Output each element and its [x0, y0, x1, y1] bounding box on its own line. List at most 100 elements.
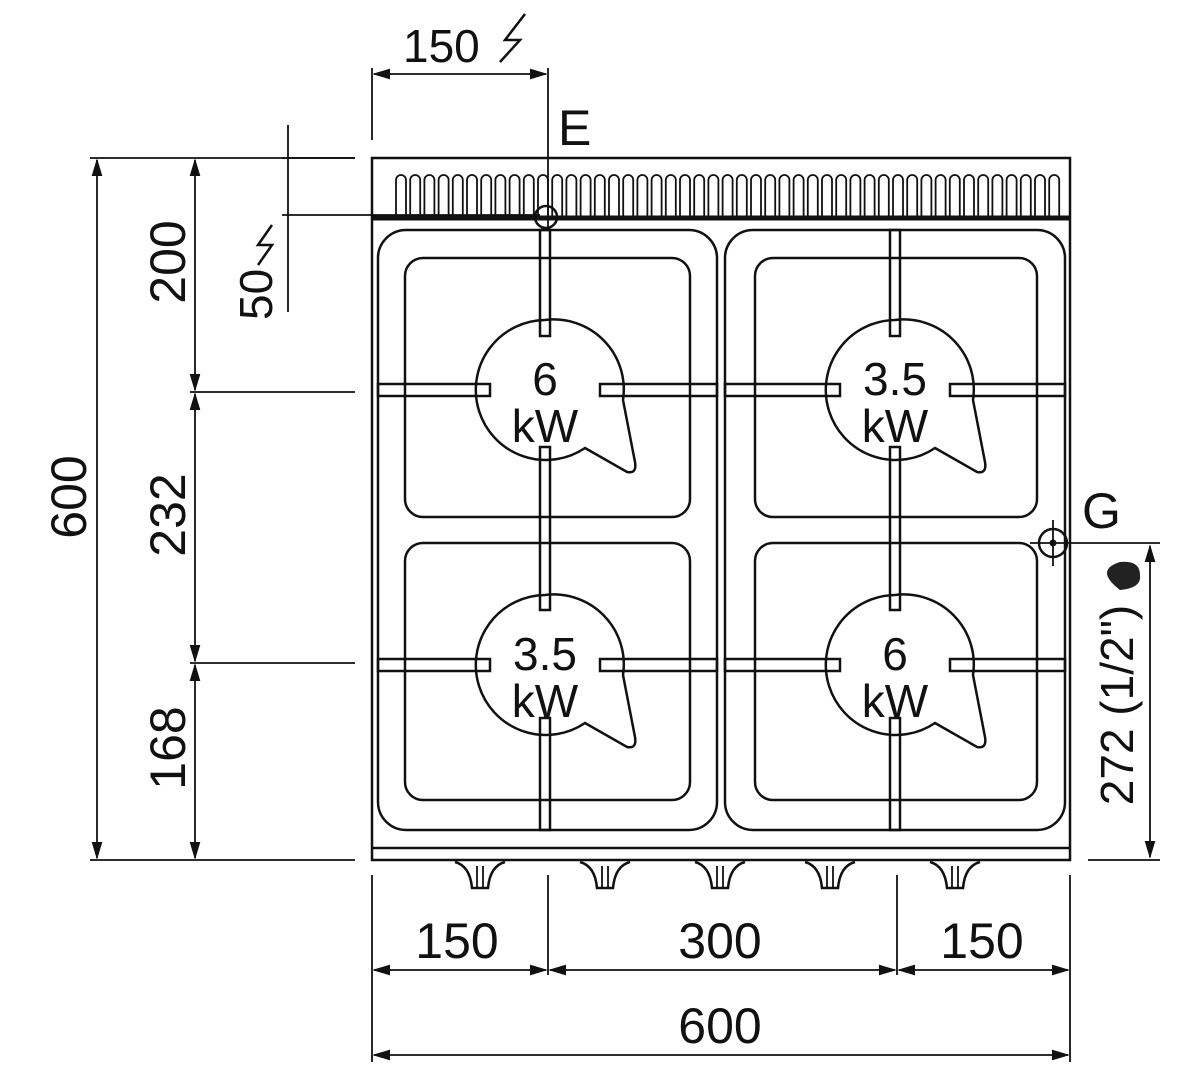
vent-ridge — [650, 174, 663, 216]
vent-ridge — [835, 174, 848, 216]
burner-unit: kW — [862, 400, 929, 452]
gas-connection: G 272 (1/2") — [1030, 483, 1160, 861]
dim-label: 300 — [678, 913, 761, 969]
grate-bar — [723, 382, 842, 398]
vent-ridge — [622, 174, 635, 216]
grate-bar — [723, 657, 842, 673]
vent-ridge — [494, 174, 507, 216]
vent-ridge — [863, 174, 876, 216]
dimension-electric-depth: 50 — [230, 125, 540, 320]
vent-ridge — [849, 174, 862, 216]
vent-ridge — [608, 174, 620, 216]
grate-bar — [538, 228, 552, 338]
vent-ridge — [466, 174, 478, 216]
vent-ridge — [1019, 174, 1032, 216]
vent-ridge — [437, 174, 450, 216]
burner-unit: kW — [512, 675, 579, 727]
dimension-left: 600 200 232 168 — [41, 157, 355, 861]
dim-label: 168 — [140, 706, 196, 789]
burner-unit: kW — [862, 675, 929, 727]
vent-ridge — [778, 174, 791, 216]
vent-ridge — [735, 174, 748, 216]
vent-ridge — [451, 174, 464, 216]
vent-ridge — [395, 174, 407, 216]
foot — [694, 860, 746, 890]
grate-bar — [888, 716, 902, 832]
grate-bar — [888, 445, 902, 612]
foot — [454, 860, 506, 890]
dim-label: 150 — [403, 20, 480, 72]
burner-power: 6 — [882, 628, 908, 680]
burner-front-right: 6 kW — [824, 593, 987, 749]
grate-bar — [598, 382, 719, 398]
grate-bar — [948, 382, 1067, 398]
vent-ridge — [948, 174, 961, 216]
dim-label: 600 — [41, 455, 97, 538]
grate-bars — [376, 228, 1067, 832]
vent-ridge — [920, 174, 933, 216]
burner-power: 3.5 — [863, 353, 927, 405]
vent-ridge — [1034, 174, 1046, 216]
vent-ridge — [750, 174, 762, 216]
burner-unit: kW — [512, 400, 579, 452]
grate-bar — [376, 657, 492, 673]
vent-ridge — [409, 174, 422, 216]
dim-label: 50 — [230, 269, 282, 320]
vent-ridge — [806, 174, 819, 216]
dim-label: 200 — [140, 220, 196, 303]
appliance-body — [370, 156, 1072, 862]
vent-ridge — [792, 174, 805, 216]
vent-ridge — [906, 174, 919, 216]
vent-ridge — [977, 174, 990, 216]
vent-ridge — [565, 174, 578, 216]
vent-ridge — [764, 174, 777, 216]
vent-ridge — [480, 174, 493, 216]
vent-ridge — [707, 174, 720, 216]
dim-label: 150 — [415, 913, 498, 969]
dim-label: 150 — [940, 913, 1023, 969]
vent-ridge — [508, 174, 521, 216]
dim-label: 600 — [678, 998, 761, 1054]
burner-front-left-top: 6 kW — [474, 318, 637, 474]
vent-ridge — [1005, 174, 1018, 216]
foot — [929, 860, 981, 890]
grate-bar — [538, 716, 552, 832]
grate-bar — [598, 657, 719, 673]
vent-ridge — [821, 174, 833, 216]
burner-power: 3.5 — [513, 628, 577, 680]
vent-ridge — [934, 174, 947, 216]
dimension-top-electric: 150 — [371, 13, 548, 140]
vent-ridge — [991, 174, 1004, 216]
vent-ridge — [679, 174, 691, 216]
grate-bar — [948, 657, 1067, 673]
flame-icon — [1107, 561, 1141, 590]
vent-ridge — [551, 174, 564, 216]
vent-ridge — [522, 174, 535, 216]
electric-connection-icon — [533, 204, 559, 230]
burner-front-left: 3.5 kW — [474, 593, 637, 749]
lightning-icon — [499, 13, 526, 63]
gas-label: G — [1082, 483, 1121, 539]
burner-power: 6 — [532, 353, 558, 405]
vent-ridge — [423, 174, 436, 216]
foot — [804, 860, 856, 890]
electric-connection: E — [533, 68, 591, 230]
lightning-icon — [255, 224, 275, 266]
dimension-bottom: 150 300 150 600 — [371, 875, 1071, 1062]
vent-ridge — [1048, 174, 1061, 216]
back-vent-ridges — [395, 174, 1061, 216]
vent-ridge — [721, 174, 734, 216]
vent-ridge — [593, 174, 606, 216]
vent-ridge — [963, 174, 975, 216]
foot — [579, 860, 631, 890]
vent-ridge — [892, 174, 904, 216]
vent-ridge — [877, 174, 890, 216]
grate-bar — [376, 382, 492, 398]
burner-back-right: 3.5 kW — [824, 318, 987, 474]
electric-label: E — [558, 100, 591, 156]
vent-ridge — [664, 174, 677, 216]
vent-ridge — [636, 174, 649, 216]
vent-ridge — [693, 174, 706, 216]
appliance-feet — [454, 860, 981, 890]
